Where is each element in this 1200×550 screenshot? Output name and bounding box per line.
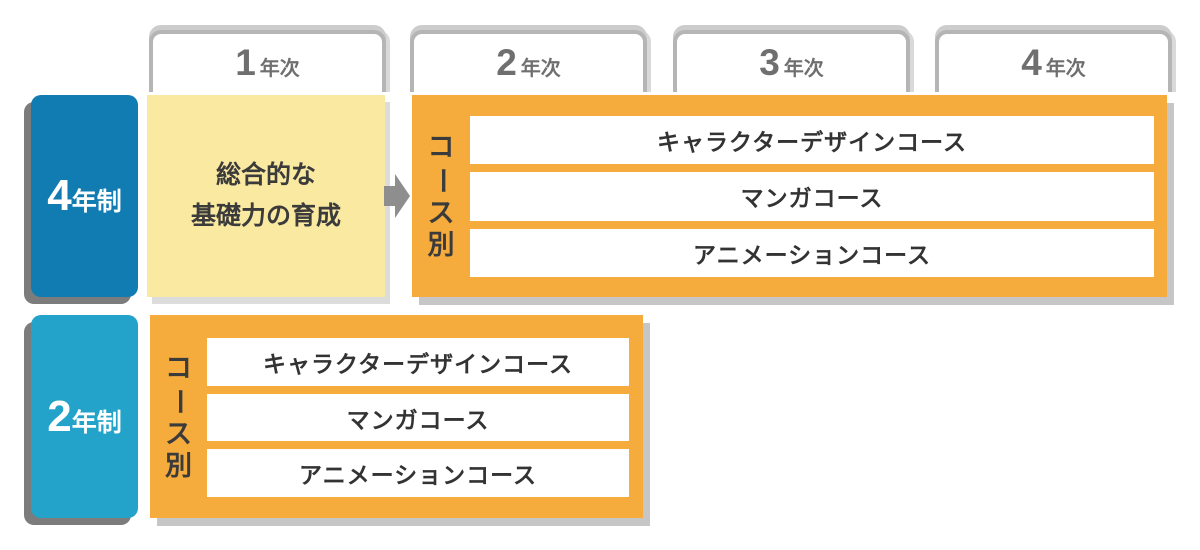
course-bar-4year-3-text: アニメーションコース — [693, 241, 931, 268]
course-bar-4year-1: キャラクターデザインコース — [470, 116, 1154, 165]
foundation-text-line1: 総合的な — [215, 160, 316, 189]
course-group-4year-label: コース別 — [426, 131, 457, 261]
course-group-4year: コース別 キャラクターデザインコース マンガコース アニメーションコース — [412, 95, 1167, 297]
year-tab-1-unit: 年次 — [259, 58, 300, 80]
year-tab-2-number: 2 — [496, 42, 518, 83]
year-tab-2-unit: 年次 — [520, 58, 561, 80]
course-group-2year-label: コース別 — [163, 352, 194, 482]
program-badge-2year: 2年制 — [31, 315, 138, 518]
year-tab-3-number: 3 — [759, 42, 781, 83]
course-bar-2year-3-text: アニメーションコース — [299, 462, 537, 489]
course-group-2year-label-column: コース別 — [150, 338, 207, 497]
year-tab-1-number: 1 — [235, 42, 257, 83]
program-badge-4year-number: 4 — [47, 171, 72, 220]
year-tab-4-unit: 年次 — [1045, 58, 1086, 80]
course-bar-2year-2-text: マンガコース — [346, 406, 490, 433]
course-group-4year-bars: キャラクターデザインコース マンガコース アニメーションコース — [470, 116, 1154, 277]
foundation-box: 総合的な 基礎力の育成 — [147, 95, 385, 297]
course-bar-4year-1-text: キャラクターデザインコース — [657, 129, 967, 156]
year-tab-4-number: 4 — [1021, 42, 1043, 83]
course-group-2year: コース別 キャラクターデザインコース マンガコース アニメーションコース — [150, 315, 643, 518]
course-bar-2year-3: アニメーションコース — [207, 449, 629, 498]
course-bar-4year-2: マンガコース — [470, 172, 1154, 221]
program-badge-2year-number: 2 — [47, 391, 72, 441]
right-arrow-head — [395, 174, 410, 218]
right-arrow-tail — [384, 186, 396, 206]
course-bar-4year-2-text: マンガコース — [740, 185, 884, 212]
right-arrow-icon — [384, 174, 410, 218]
program-badge-2year-label: 2年制 — [47, 392, 122, 442]
course-group-4year-label-column: コース別 — [412, 116, 470, 277]
program-badge-4year: 4年制 — [31, 95, 138, 297]
course-group-2year-bars: キャラクターデザインコース マンガコース アニメーションコース — [207, 338, 629, 498]
foundation-text-line2: 基礎力の育成 — [190, 202, 341, 230]
course-bar-2year-2: マンガコース — [207, 393, 629, 442]
year-tab-3-unit: 年次 — [783, 58, 824, 80]
course-bar-2year-1: キャラクターデザインコース — [207, 338, 629, 386]
program-badge-4year-unit: 年制 — [71, 188, 122, 216]
program-badge-4year-label: 4年制 — [47, 171, 122, 221]
course-bar-4year-3: アニメーションコース — [470, 228, 1154, 277]
program-badge-2year-unit: 年制 — [71, 408, 122, 437]
course-bar-2year-1-text: キャラクターデザインコース — [263, 350, 573, 377]
